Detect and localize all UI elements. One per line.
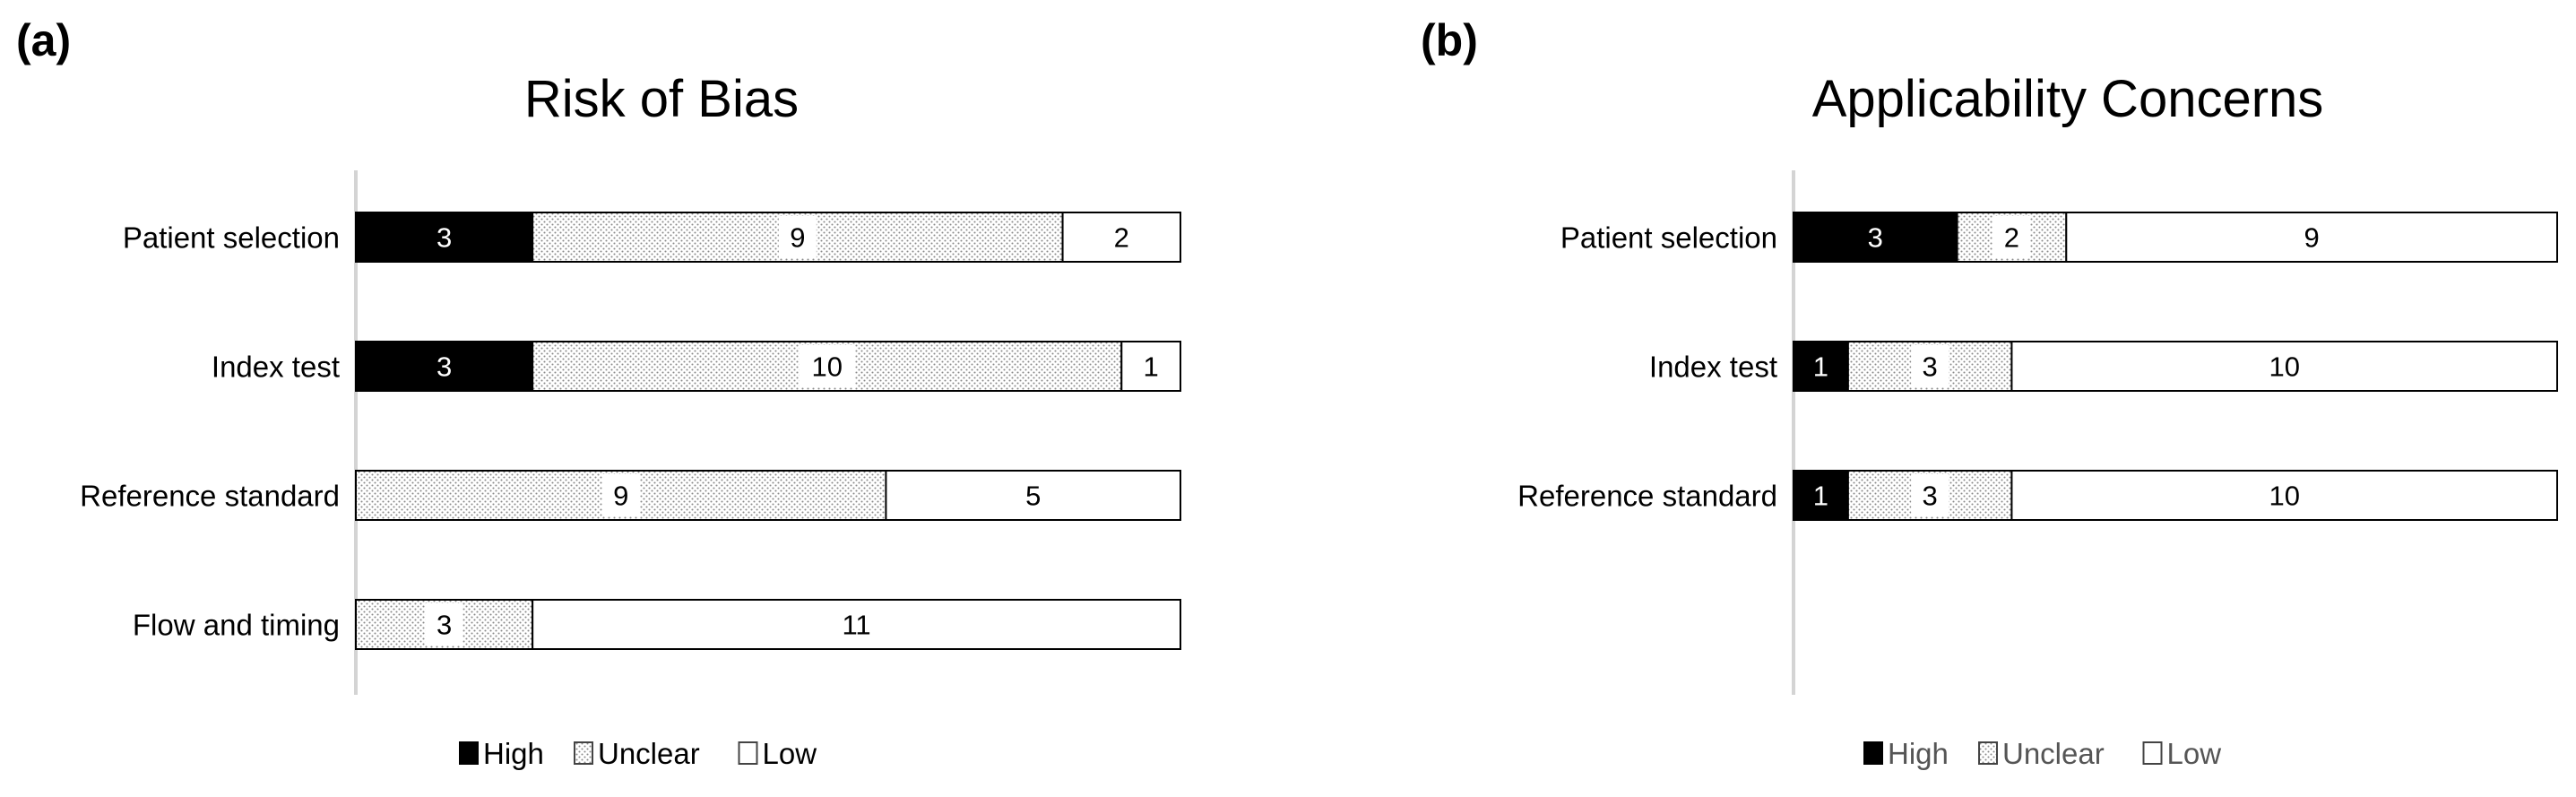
legend-swatch-low [2142, 741, 2163, 765]
bar-segment-low [1120, 341, 1182, 392]
legend-swatch-high [1863, 741, 1883, 765]
bar-segment-low [885, 470, 1182, 521]
bar-segment-low [1061, 212, 1181, 263]
legend-swatch-unclear [574, 741, 593, 765]
data-label-background [799, 345, 855, 387]
category-label: Patient selection [1560, 221, 1777, 255]
panel-a-chart: (a) Risk of Bias Patient selection 3 9 2Ind… [16, 15, 1182, 770]
data-label-high: 1 [1813, 351, 1828, 383]
legend-label-low: Low [763, 737, 817, 770]
data-label-unclear: 3 [437, 610, 452, 641]
bar-segment-low [2065, 212, 2558, 263]
data-label-low: 11 [842, 610, 870, 641]
category-label: Index test [212, 351, 340, 384]
data-label-low: 5 [1025, 481, 1041, 512]
bar-segment-low [2010, 470, 2558, 521]
category-label: Reference standard [1517, 480, 1777, 513]
category-label: Index test [1649, 351, 1777, 384]
data-label-high: 1 [1813, 481, 1828, 512]
legend-label-unclear: Unclear [598, 737, 700, 770]
legend-swatch-unclear [1978, 741, 1998, 765]
panel-b-label: (b) [1421, 15, 1478, 65]
data-label-background [778, 216, 817, 258]
legend-label-low: Low [2167, 737, 2222, 770]
panel-a-legend: High Unclear Low [459, 737, 817, 770]
bar-segment-high [1793, 212, 1958, 263]
data-label-unclear: 9 [613, 481, 628, 512]
panel-b-title: Applicability Concerns [1812, 70, 2324, 128]
legend-swatch-low [738, 741, 758, 765]
data-label-low: 9 [2304, 222, 2320, 254]
data-label-low: 1 [1144, 351, 1159, 383]
data-label-low: 2 [1114, 222, 1129, 254]
data-label-unclear: 3 [1923, 481, 1938, 512]
data-label-background [1993, 216, 2031, 258]
data-label-unclear: 9 [790, 222, 805, 254]
legend-label-high: High [1888, 737, 1949, 770]
bar-segment-low [2010, 341, 2558, 392]
legend-swatch-high [459, 741, 479, 765]
data-label-low: 10 [2269, 481, 2299, 512]
panel-b-legend: High Unclear Low [1863, 737, 2222, 770]
panel-a-label: (a) [16, 15, 71, 65]
data-label-unclear: 3 [1923, 351, 1938, 383]
data-label-unclear: 2 [2004, 222, 2019, 254]
panel-b-chart: (b) Applicability Concerns Patient selec… [1421, 15, 2558, 770]
data-label-high: 3 [437, 351, 452, 383]
bar-segment-low [532, 599, 1181, 650]
legend-label-unclear: Unclear [2002, 737, 2105, 770]
data-label-unclear: 10 [811, 351, 842, 383]
data-label-low: 10 [2269, 351, 2299, 383]
bar-segment-high [355, 341, 534, 392]
category-label: Patient selection [123, 221, 340, 255]
legend-label-high: High [483, 737, 544, 770]
data-label-background [601, 474, 640, 516]
data-label-high: 3 [437, 222, 452, 254]
data-label-high: 3 [1868, 222, 1883, 254]
data-label-background [1911, 474, 1949, 516]
category-label: Flow and timing [133, 609, 340, 642]
bar-segment-high [1793, 470, 1849, 521]
category-label: Reference standard [80, 480, 340, 513]
data-label-background [1911, 345, 1949, 387]
data-label-background [425, 603, 463, 645]
panel-a-title: Risk of Bias [524, 70, 799, 128]
